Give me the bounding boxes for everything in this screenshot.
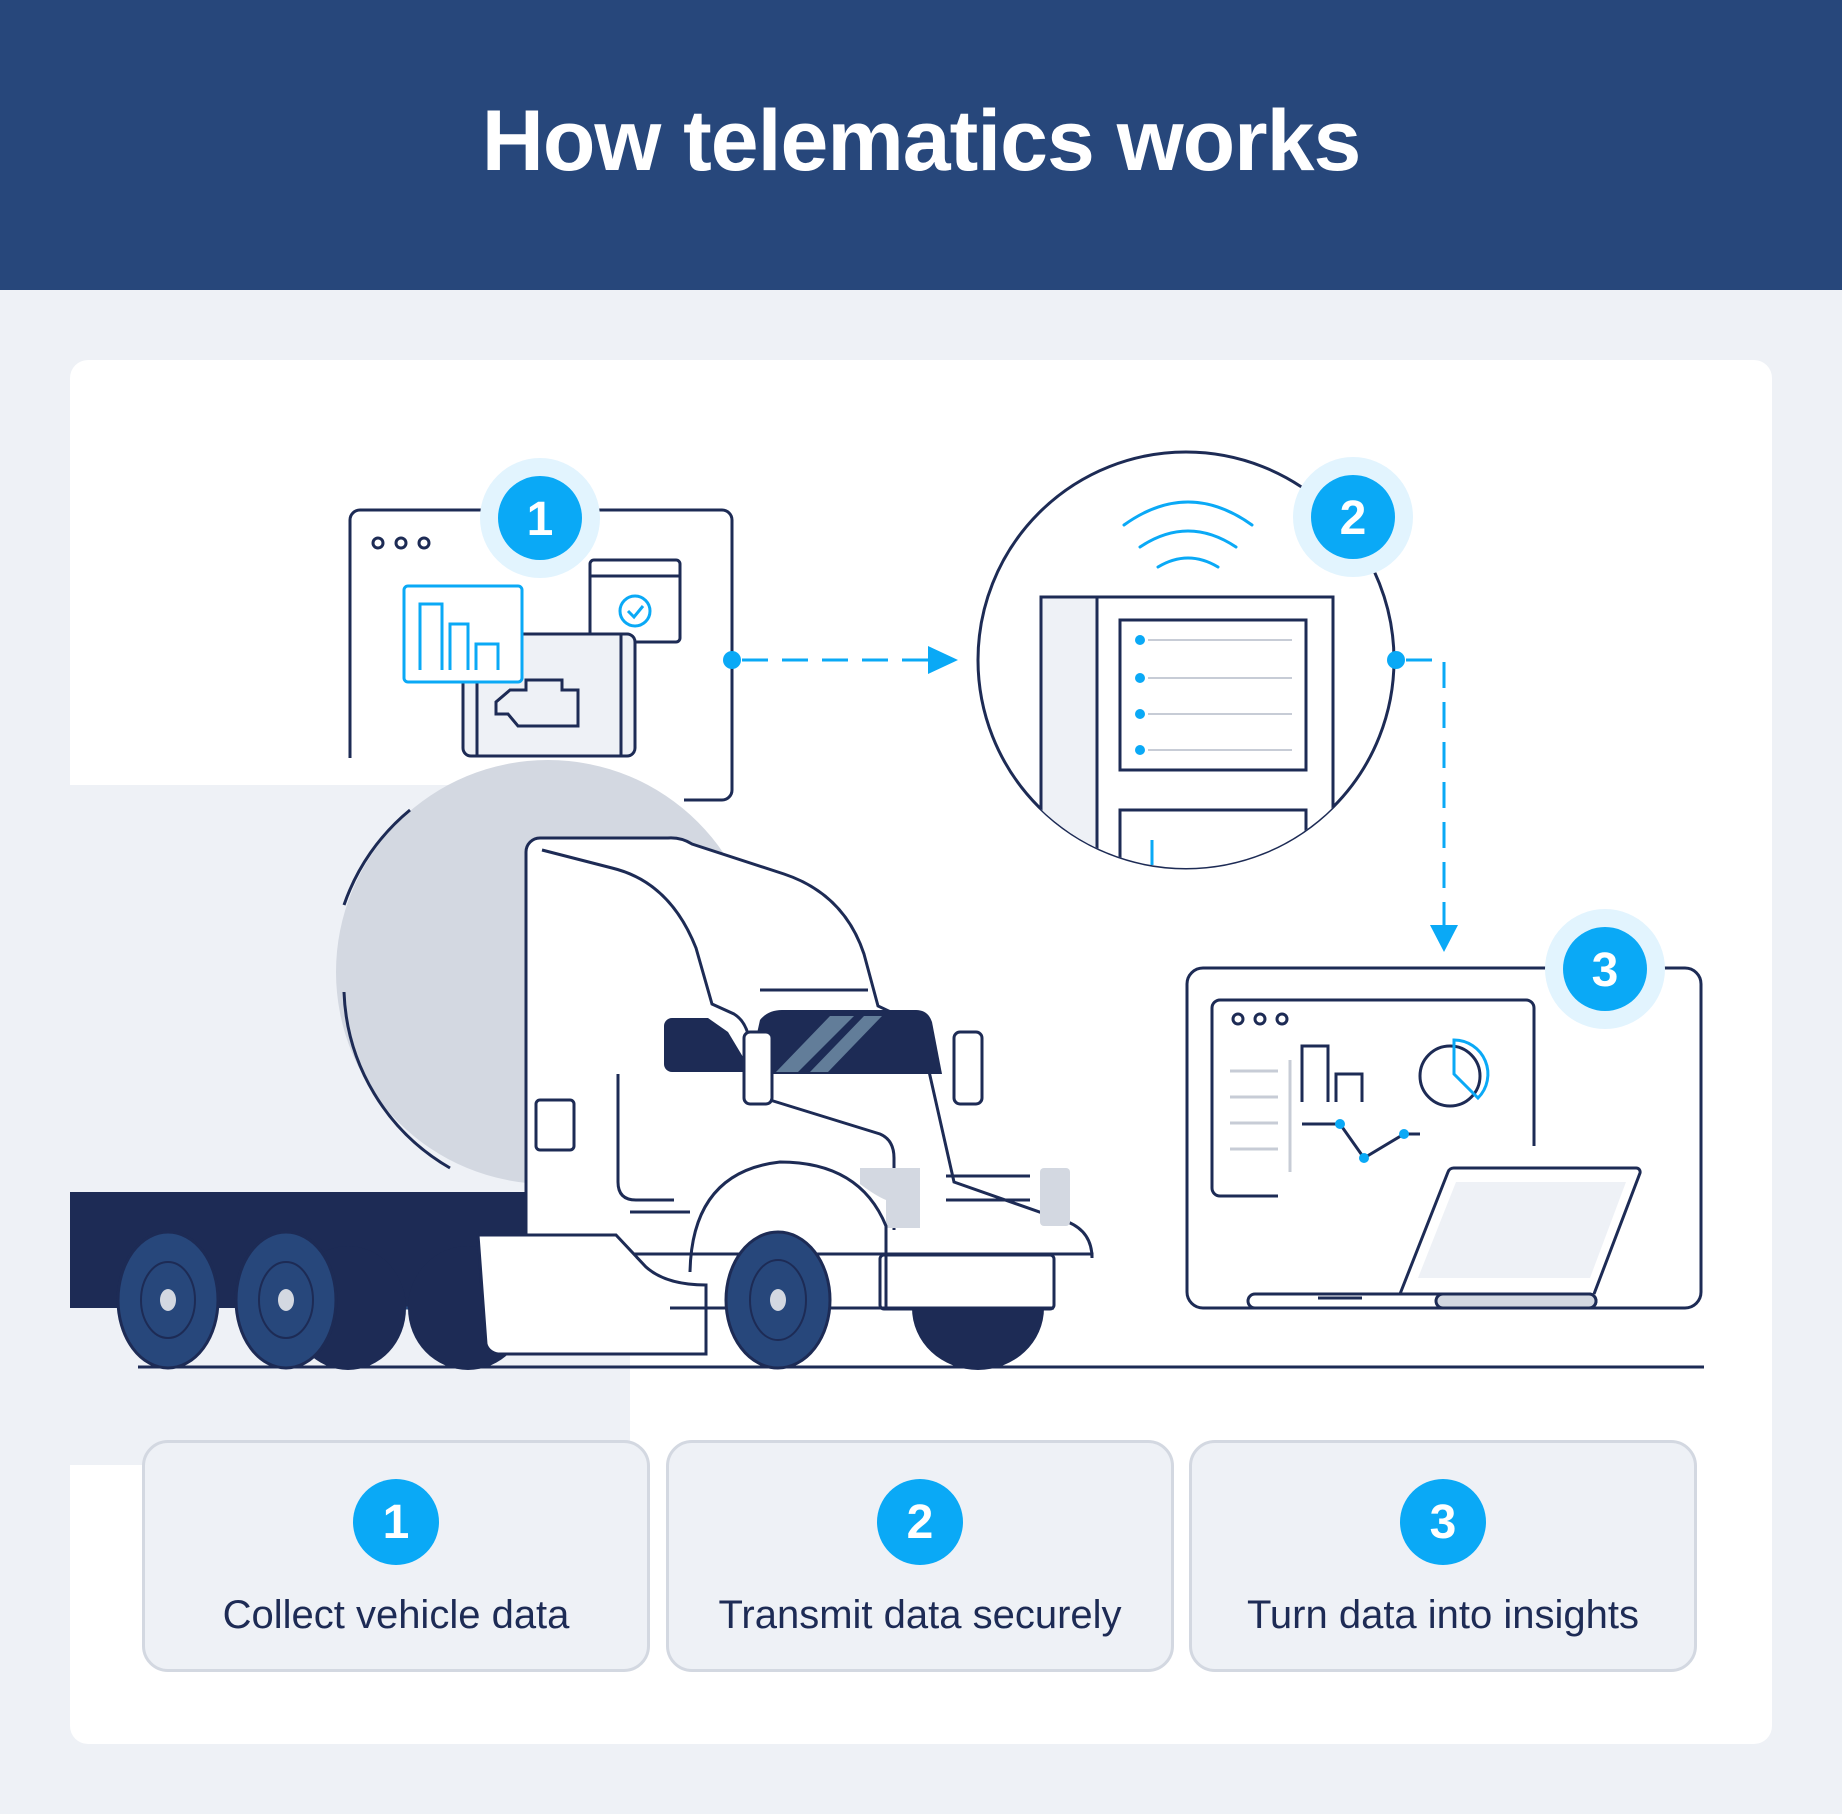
steps-row: 1 Collect vehicle data 2 Transmit data s… [142, 1440, 1698, 1672]
step-number: 2 [877, 1479, 963, 1565]
badge-step-3: 3 [1545, 909, 1665, 1029]
badge-step-2: 2 [1293, 457, 1413, 577]
step-card-transmit: 2 Transmit data securely [666, 1440, 1174, 1672]
step-label: Turn data into insights [1246, 1593, 1640, 1637]
step-card-insights: 3 Turn data into insights [1189, 1440, 1697, 1672]
step-number: 3 [1400, 1479, 1486, 1565]
arrow-collect-to-transmit [723, 646, 958, 674]
header-banner: How telematics works [0, 0, 1842, 290]
svg-text:1: 1 [527, 493, 554, 546]
step-card-collect: 1 Collect vehicle data [142, 1440, 650, 1672]
insights-dashboard-icon [1185, 966, 1703, 1310]
arrow-transmit-to-insights [1387, 651, 1458, 952]
svg-text:3: 3 [1592, 944, 1619, 997]
badge-step-1: 1 [480, 458, 600, 578]
step-number: 1 [353, 1479, 439, 1565]
step-label: Transmit data securely [718, 1593, 1122, 1637]
step-label: Collect vehicle data [222, 1593, 570, 1637]
trailer-wheels [116, 1230, 528, 1370]
svg-text:2: 2 [1340, 492, 1367, 545]
data-collection-device-icon [348, 508, 734, 802]
page-title: How telematics works [481, 92, 1362, 189]
truck-illustration [70, 760, 1704, 1370]
illustration-card: 1 2 3 1 Collect vehicle data 2 Transmit … [70, 360, 1772, 1744]
server-transmission-icon [976, 450, 1396, 870]
telematics-illustration: 1 2 3 [70, 450, 1704, 1465]
